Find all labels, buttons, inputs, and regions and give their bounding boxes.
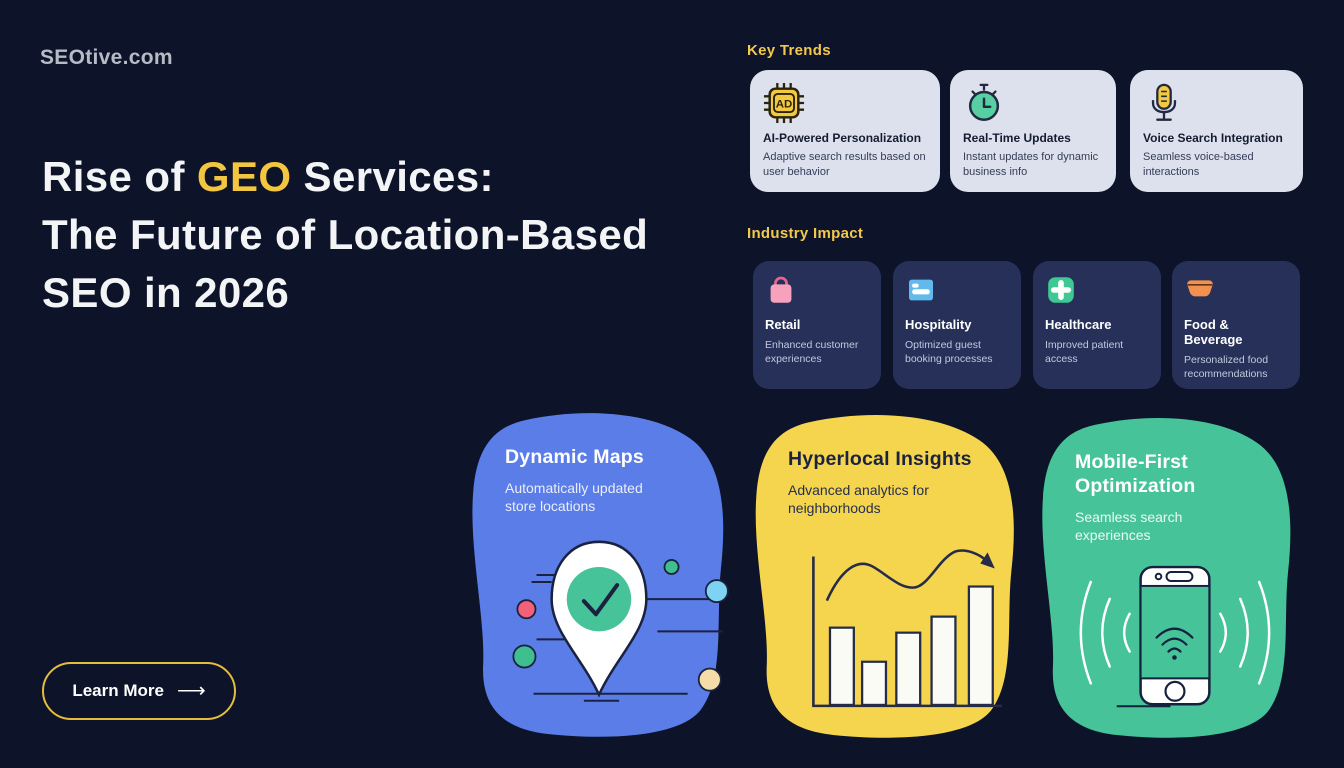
feature-card-mobile-first: Mobile-First Optimization Seamless searc… xyxy=(1033,413,1304,741)
headline-line3: SEO in 2026 xyxy=(42,269,290,316)
industry-title: Healthcare xyxy=(1045,317,1112,332)
key-trends-heading: Key Trends xyxy=(747,42,831,59)
feature-desc: Advanced analytics for neighborhoods xyxy=(788,481,929,517)
industry-desc: Enhanced customer experiences xyxy=(765,339,859,366)
headline-part1: Rise of xyxy=(42,153,197,200)
trend-desc: Adaptive search results based on user be… xyxy=(763,151,926,178)
feature-title: Mobile-First Optimization xyxy=(1075,451,1196,497)
feature-desc: Automatically updated store locations xyxy=(505,479,643,515)
headline-line2: The Future of Location-Based xyxy=(42,211,649,258)
industry-title: Food & Beverage xyxy=(1184,317,1243,347)
industry-desc: Personalized food recommendations xyxy=(1184,354,1269,381)
bed-icon xyxy=(905,274,1009,308)
svg-text:AD: AD xyxy=(776,98,793,110)
trend-card-realtime-updates: Real-Time Updates Instant updates for dy… xyxy=(950,70,1116,192)
feature-card-hyperlocal-insights: Hyperlocal Insights Advanced analytics f… xyxy=(746,410,1028,741)
industry-card-hospitality: Hospitality Optimized guest booking proc… xyxy=(893,261,1021,389)
industry-card-healthcare: Healthcare Improved patient access xyxy=(1033,261,1161,389)
shopping-bag-icon xyxy=(765,274,869,308)
trend-card-ai-personalization: AD AI-Powered Personalization Adaptive s… xyxy=(750,70,940,192)
ai-chip-icon: AD xyxy=(763,82,927,126)
trend-desc: Seamless voice-based interactions xyxy=(1143,151,1254,178)
feature-desc: Seamless search experiences xyxy=(1075,508,1183,544)
site-logo[interactable]: SEOtive.com xyxy=(40,46,173,69)
trend-title: AI-Powered Personalization xyxy=(763,131,922,145)
microphone-icon xyxy=(1143,82,1290,126)
headline-accent: GEO xyxy=(196,153,292,200)
trend-title: Voice Search Integration xyxy=(1143,131,1283,145)
feature-title: Dynamic Maps xyxy=(505,446,644,468)
feature-card-dynamic-maps: Dynamic Maps Automatically updated store… xyxy=(463,408,737,740)
industry-desc: Optimized guest booking processes xyxy=(905,339,993,366)
trend-card-voice-search: Voice Search Integration Seamless voice-… xyxy=(1130,70,1303,192)
medical-cross-icon xyxy=(1045,274,1149,308)
headline-part2: Services: xyxy=(291,153,494,200)
industry-title: Retail xyxy=(765,317,801,332)
map-pin-illustration xyxy=(512,540,729,702)
trend-desc: Instant updates for dynamic business inf… xyxy=(963,151,1099,178)
learn-more-label: Learn More xyxy=(72,681,164,700)
phone-signal-illustration xyxy=(1079,565,1271,708)
stopwatch-icon xyxy=(963,82,1103,126)
bar-chart-illustration xyxy=(812,549,1003,708)
page-title: Rise of GEO Services: The Future of Loca… xyxy=(42,148,732,322)
learn-more-button[interactable]: Learn More ⟶ xyxy=(42,662,236,720)
industry-card-food-beverage: Food & Beverage Personalized food recomm… xyxy=(1172,261,1300,389)
industry-desc: Improved patient access xyxy=(1045,339,1124,366)
industry-card-retail: Retail Enhanced customer experiences xyxy=(753,261,881,389)
trend-title: Real-Time Updates xyxy=(963,131,1071,145)
right-arrow-icon: ⟶ xyxy=(176,679,206,702)
industry-title: Hospitality xyxy=(905,317,972,332)
industry-impact-heading: Industry Impact xyxy=(747,225,864,242)
bowl-icon xyxy=(1184,274,1288,308)
feature-title: Hyperlocal Insights xyxy=(788,448,972,470)
